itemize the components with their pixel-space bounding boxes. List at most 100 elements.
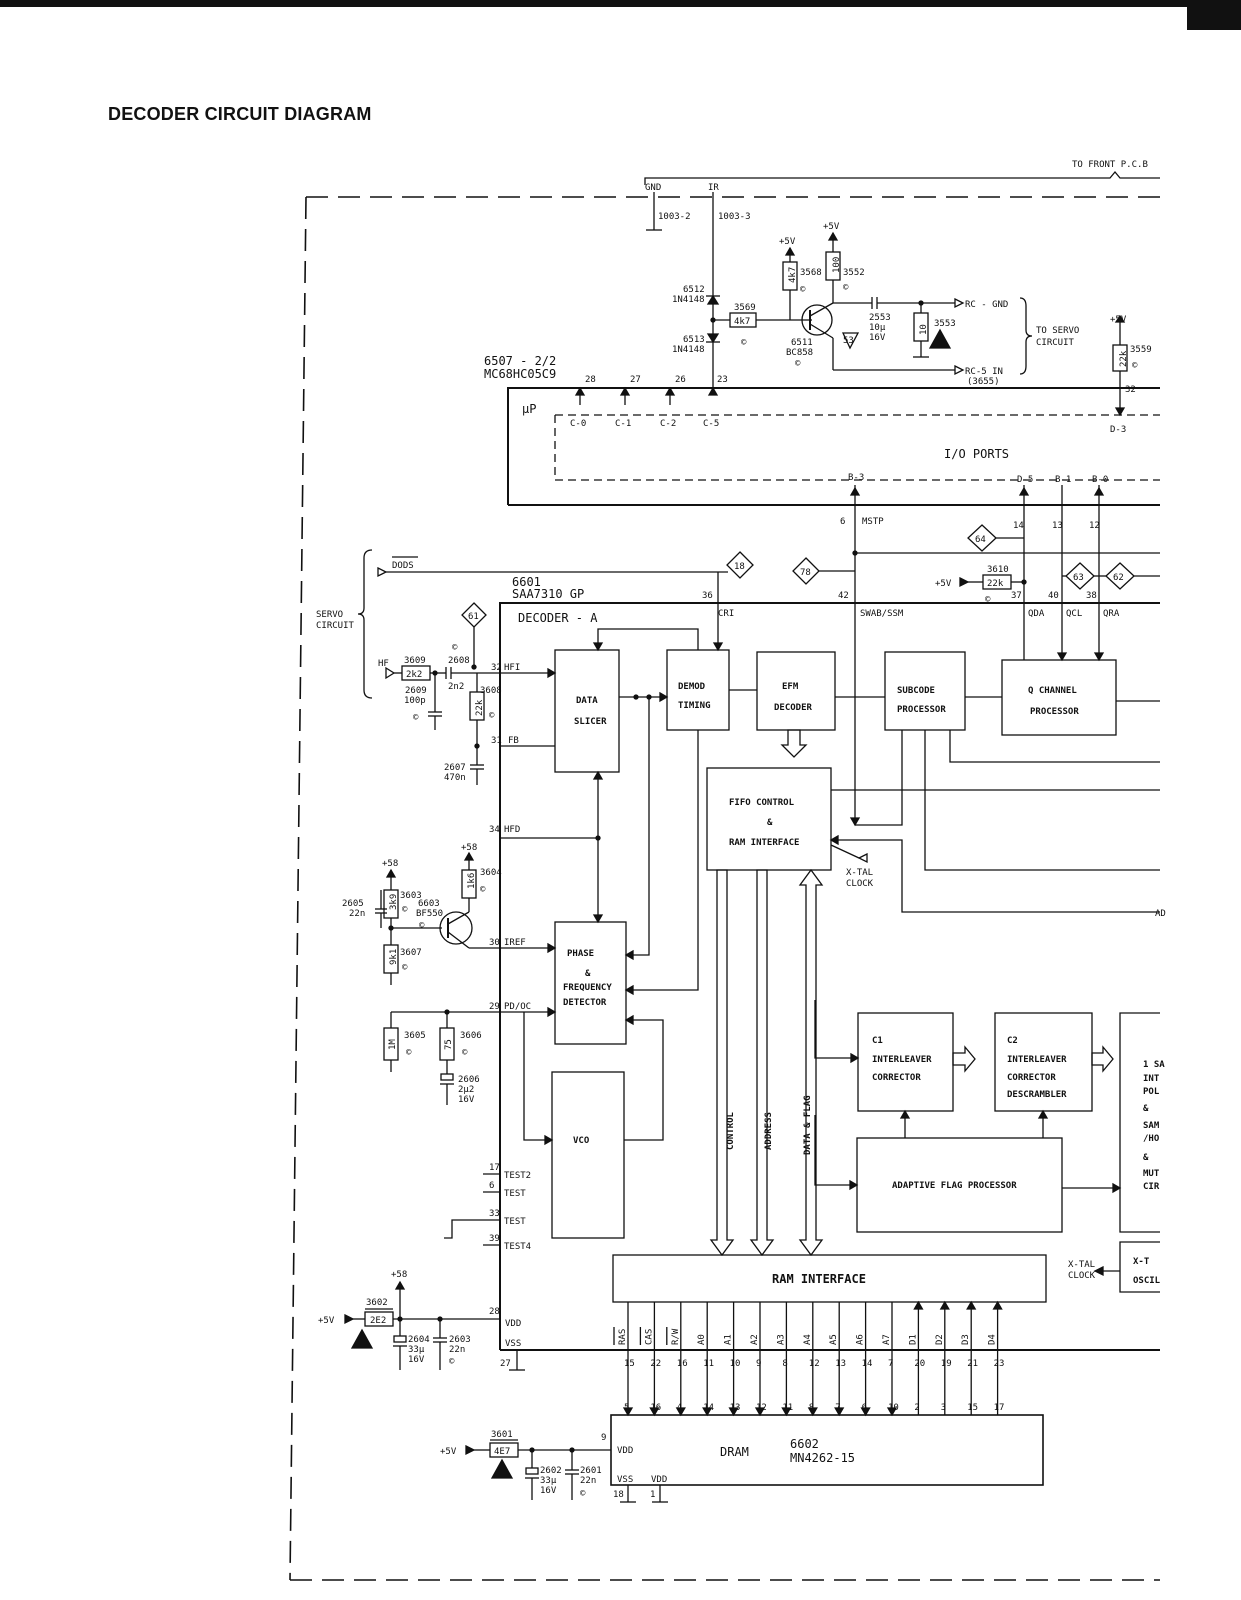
r3609-val: 2k2: [406, 670, 422, 680]
r3607-mark: ©: [402, 963, 408, 973]
marker-53-label: 53: [843, 336, 854, 346]
r3604-mark: ©: [480, 885, 486, 895]
phase-l3: FREQUENCY: [563, 983, 612, 993]
c2553-val: 10μ: [869, 323, 886, 333]
up-part: MC68HC05C9: [484, 367, 556, 381]
port-pdoc: PD/OC: [504, 1002, 531, 1012]
servo-circuit-label: CIRCUIT: [316, 621, 355, 631]
r3608-ref: 3608: [480, 686, 502, 696]
dram-pin-1: 1: [650, 1490, 655, 1500]
to-servo-bracket: [1019, 297, 1033, 375]
rc5-in-label: RC-5 IN: [965, 367, 1003, 377]
c2606-ref: 2606: [458, 1075, 480, 1085]
port-vdd: VDD: [505, 1319, 521, 1329]
marker-61: 61: [468, 612, 479, 622]
c2601-val: 22n: [580, 1476, 596, 1486]
c2604-val: 33μ: [408, 1345, 425, 1355]
pin-14: 14: [1013, 521, 1024, 531]
ram-dram-pin: 13: [730, 1403, 741, 1413]
sample-l7: &: [1143, 1153, 1149, 1163]
ram-arrow-3: [702, 1407, 713, 1417]
block-fifo: FIFO CONTROL & RAM INTERFACE: [706, 767, 832, 871]
r3604-val: 1k6: [467, 873, 477, 889]
top-border: [0, 0, 1241, 7]
c2-l3: CORRECTOR: [1007, 1073, 1056, 1083]
d6513-ref: 6513: [683, 335, 705, 345]
block-ram-interface: RAM INTERFACE: [612, 1254, 1047, 1303]
servo-bracket: SERVO CIRCUIT DODS: [316, 549, 728, 699]
marker-78: 78: [800, 568, 811, 578]
c2-l4: DESCRAMBLER: [1007, 1090, 1067, 1100]
dec-part: SAA7310 GP: [512, 587, 584, 601]
rc5-ref-label: (3655): [967, 377, 1000, 387]
t6603-mark: ©: [419, 921, 425, 931]
ram-dram-pin: 4: [677, 1403, 682, 1413]
ram-arrow-10: [886, 1407, 898, 1417]
port-swab: SWAB/SSM: [860, 609, 904, 619]
ram-arrow-6: [781, 1407, 792, 1417]
xtal-clk2-l1: X-TAL: [1068, 1260, 1095, 1270]
demod-l1: DEMOD: [678, 682, 706, 692]
vdd-supply: +5V +58 3602 2E2 2604 33μ 16V 2603 22n ©: [318, 1270, 500, 1370]
block-xtal-oscillator: X-T OSCIL X-TAL CLOCK: [1068, 1241, 1161, 1293]
r3601-val: 4E7: [494, 1447, 510, 1457]
pin-h27: 27: [500, 1359, 511, 1369]
vcc-58-a: +58: [382, 859, 398, 869]
diode-6513: [706, 333, 720, 344]
ram-bus-lines: RAS155CAS2216R/W164A01114A11013A2912A381…: [613, 1300, 1004, 1417]
ram-arrow-13: [966, 1300, 977, 1310]
ram-signal-label: A7: [882, 1334, 892, 1345]
marker-53: [841, 332, 860, 350]
block-efm-decoder: EFM DECODER: [756, 651, 836, 731]
r3610-mark: ©: [985, 595, 991, 605]
gnd-label: GND: [645, 183, 661, 193]
ram-arrow-2: [675, 1407, 686, 1417]
c2604-ref: 2604: [408, 1335, 430, 1345]
dram-part: MN4262-15: [790, 1451, 855, 1465]
vcc-3552-label: +5V: [823, 222, 840, 232]
pin-27: 27: [630, 375, 641, 385]
dram-vss: VSS: [617, 1475, 633, 1485]
dram-5v-label: +5V: [440, 1447, 457, 1457]
r3559-mark: ©: [1132, 361, 1138, 371]
ram-arrow-12: [939, 1300, 950, 1310]
r3568-mark: ©: [800, 285, 806, 295]
pin-28: 28: [585, 375, 596, 385]
port-fb: FB: [508, 736, 519, 746]
block-c1: C1 INTERLEAVER CORRECTOR: [857, 1012, 954, 1112]
r3608-val: 22k: [475, 699, 485, 716]
block-sample-interpolator: 1 SA INT POL & SAM /HO & MUT CIR: [1119, 1012, 1165, 1233]
port-test: TEST: [504, 1189, 526, 1199]
port-hfi: HFI: [504, 663, 520, 673]
ir-label: IR: [708, 183, 719, 193]
to-servo-circuit-label: CIRCUIT: [1036, 338, 1075, 348]
ram-dram-pin: 5: [624, 1403, 629, 1413]
block-adaptive-flag: ADAPTIVE FLAG PROCESSOR: [856, 1137, 1063, 1233]
ram-arrow-5: [754, 1407, 766, 1417]
fifo-l2: &: [767, 818, 773, 828]
sample-l6: /HO: [1143, 1134, 1160, 1144]
sample-l8: MUT: [1143, 1169, 1160, 1179]
sample-l2: INT: [1143, 1074, 1160, 1084]
r3552-ref: 3552: [843, 268, 865, 278]
r3606-val: 75: [444, 1039, 454, 1050]
dram-pin-18: 18: [613, 1490, 624, 1500]
port-c1: C-1: [615, 419, 631, 429]
r3568-val: 4k7: [788, 267, 798, 283]
port-d3: D-3: [1110, 425, 1126, 435]
demod-l2: TIMING: [678, 701, 711, 711]
ram-signal-label: A2: [750, 1334, 760, 1345]
ad-label: AD: [1155, 909, 1166, 919]
pin-40: 40: [1048, 591, 1059, 601]
vco-label: VCO: [573, 1136, 590, 1146]
t6511-mark: ©: [795, 359, 801, 369]
port-iref: IREF: [504, 938, 526, 948]
ram-dec-pin: 11: [703, 1359, 714, 1369]
vdd-58-label: +58: [391, 1270, 407, 1280]
c2602-ref: 2602: [540, 1466, 562, 1476]
vcc-58-b: +58: [461, 843, 477, 853]
xtal-clk1-l1: X-TAL: [846, 868, 873, 878]
r3559-ref: 3559: [1130, 345, 1152, 355]
port-d5: D-5: [1017, 475, 1033, 485]
vcc-3559-label: +5V: [1110, 315, 1127, 325]
